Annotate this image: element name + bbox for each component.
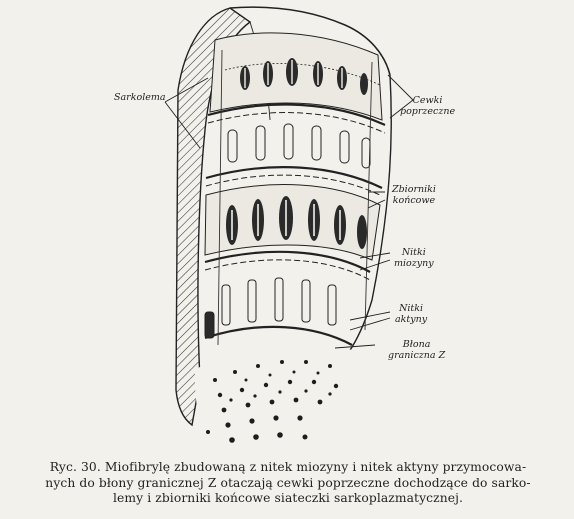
label-cewki: Cewki poprzeczne <box>400 95 455 117</box>
label-miozyny-line2: miozyny <box>394 258 434 269</box>
label-cewki-line1: Cewki <box>412 95 443 106</box>
label-aktyny-line2: aktyny <box>395 314 428 325</box>
z-rings <box>204 103 386 346</box>
sarcomere-upper <box>209 32 383 121</box>
label-miozyny-line1: Nitki <box>401 247 426 258</box>
label-sarkolema: Sarkolema <box>114 92 166 103</box>
label-aktyny: Nitki aktyny <box>395 303 427 325</box>
sarcomere-actin <box>204 277 337 339</box>
label-miozyny: Nitki miozyny <box>394 247 434 269</box>
sarcomere-middle <box>227 123 371 169</box>
label-blona: Błona graniczna Z <box>388 339 445 361</box>
leader-lines <box>164 74 414 349</box>
cross-section <box>194 343 352 445</box>
caption-line2: nych do błony granicznej Z otaczają cewk… <box>45 475 531 490</box>
sarcolemma-edge <box>229 6 391 76</box>
t-tubules <box>217 49 373 346</box>
myofibril-diagram <box>164 6 414 445</box>
label-blona-line1: Błona <box>402 339 431 350</box>
label-sarkolema-text: Sarkolema <box>114 92 166 103</box>
caption-line3: lemy i zbiorniki końcowe siateczki sarko… <box>112 491 464 505</box>
label-zbiorniki: Zbiorniki końcowe <box>392 184 436 206</box>
sarcomere-myosin <box>204 184 381 261</box>
figure-caption: Ryc. 30. Miofibrylę zbudowaną z nitek mi… <box>8 460 568 507</box>
caption-line1: Ryc. 30. Miofibrylę zbudowaną z nitek mi… <box>49 460 527 474</box>
label-aktyny-line1: Nitki <box>399 303 424 314</box>
label-zbiorniki-line1: Zbiorniki <box>392 184 436 195</box>
label-zbiorniki-line2: końcowe <box>392 195 436 206</box>
label-cewki-line2: poprzeczne <box>400 106 456 117</box>
label-blona-line2: graniczna Z <box>388 350 446 361</box>
